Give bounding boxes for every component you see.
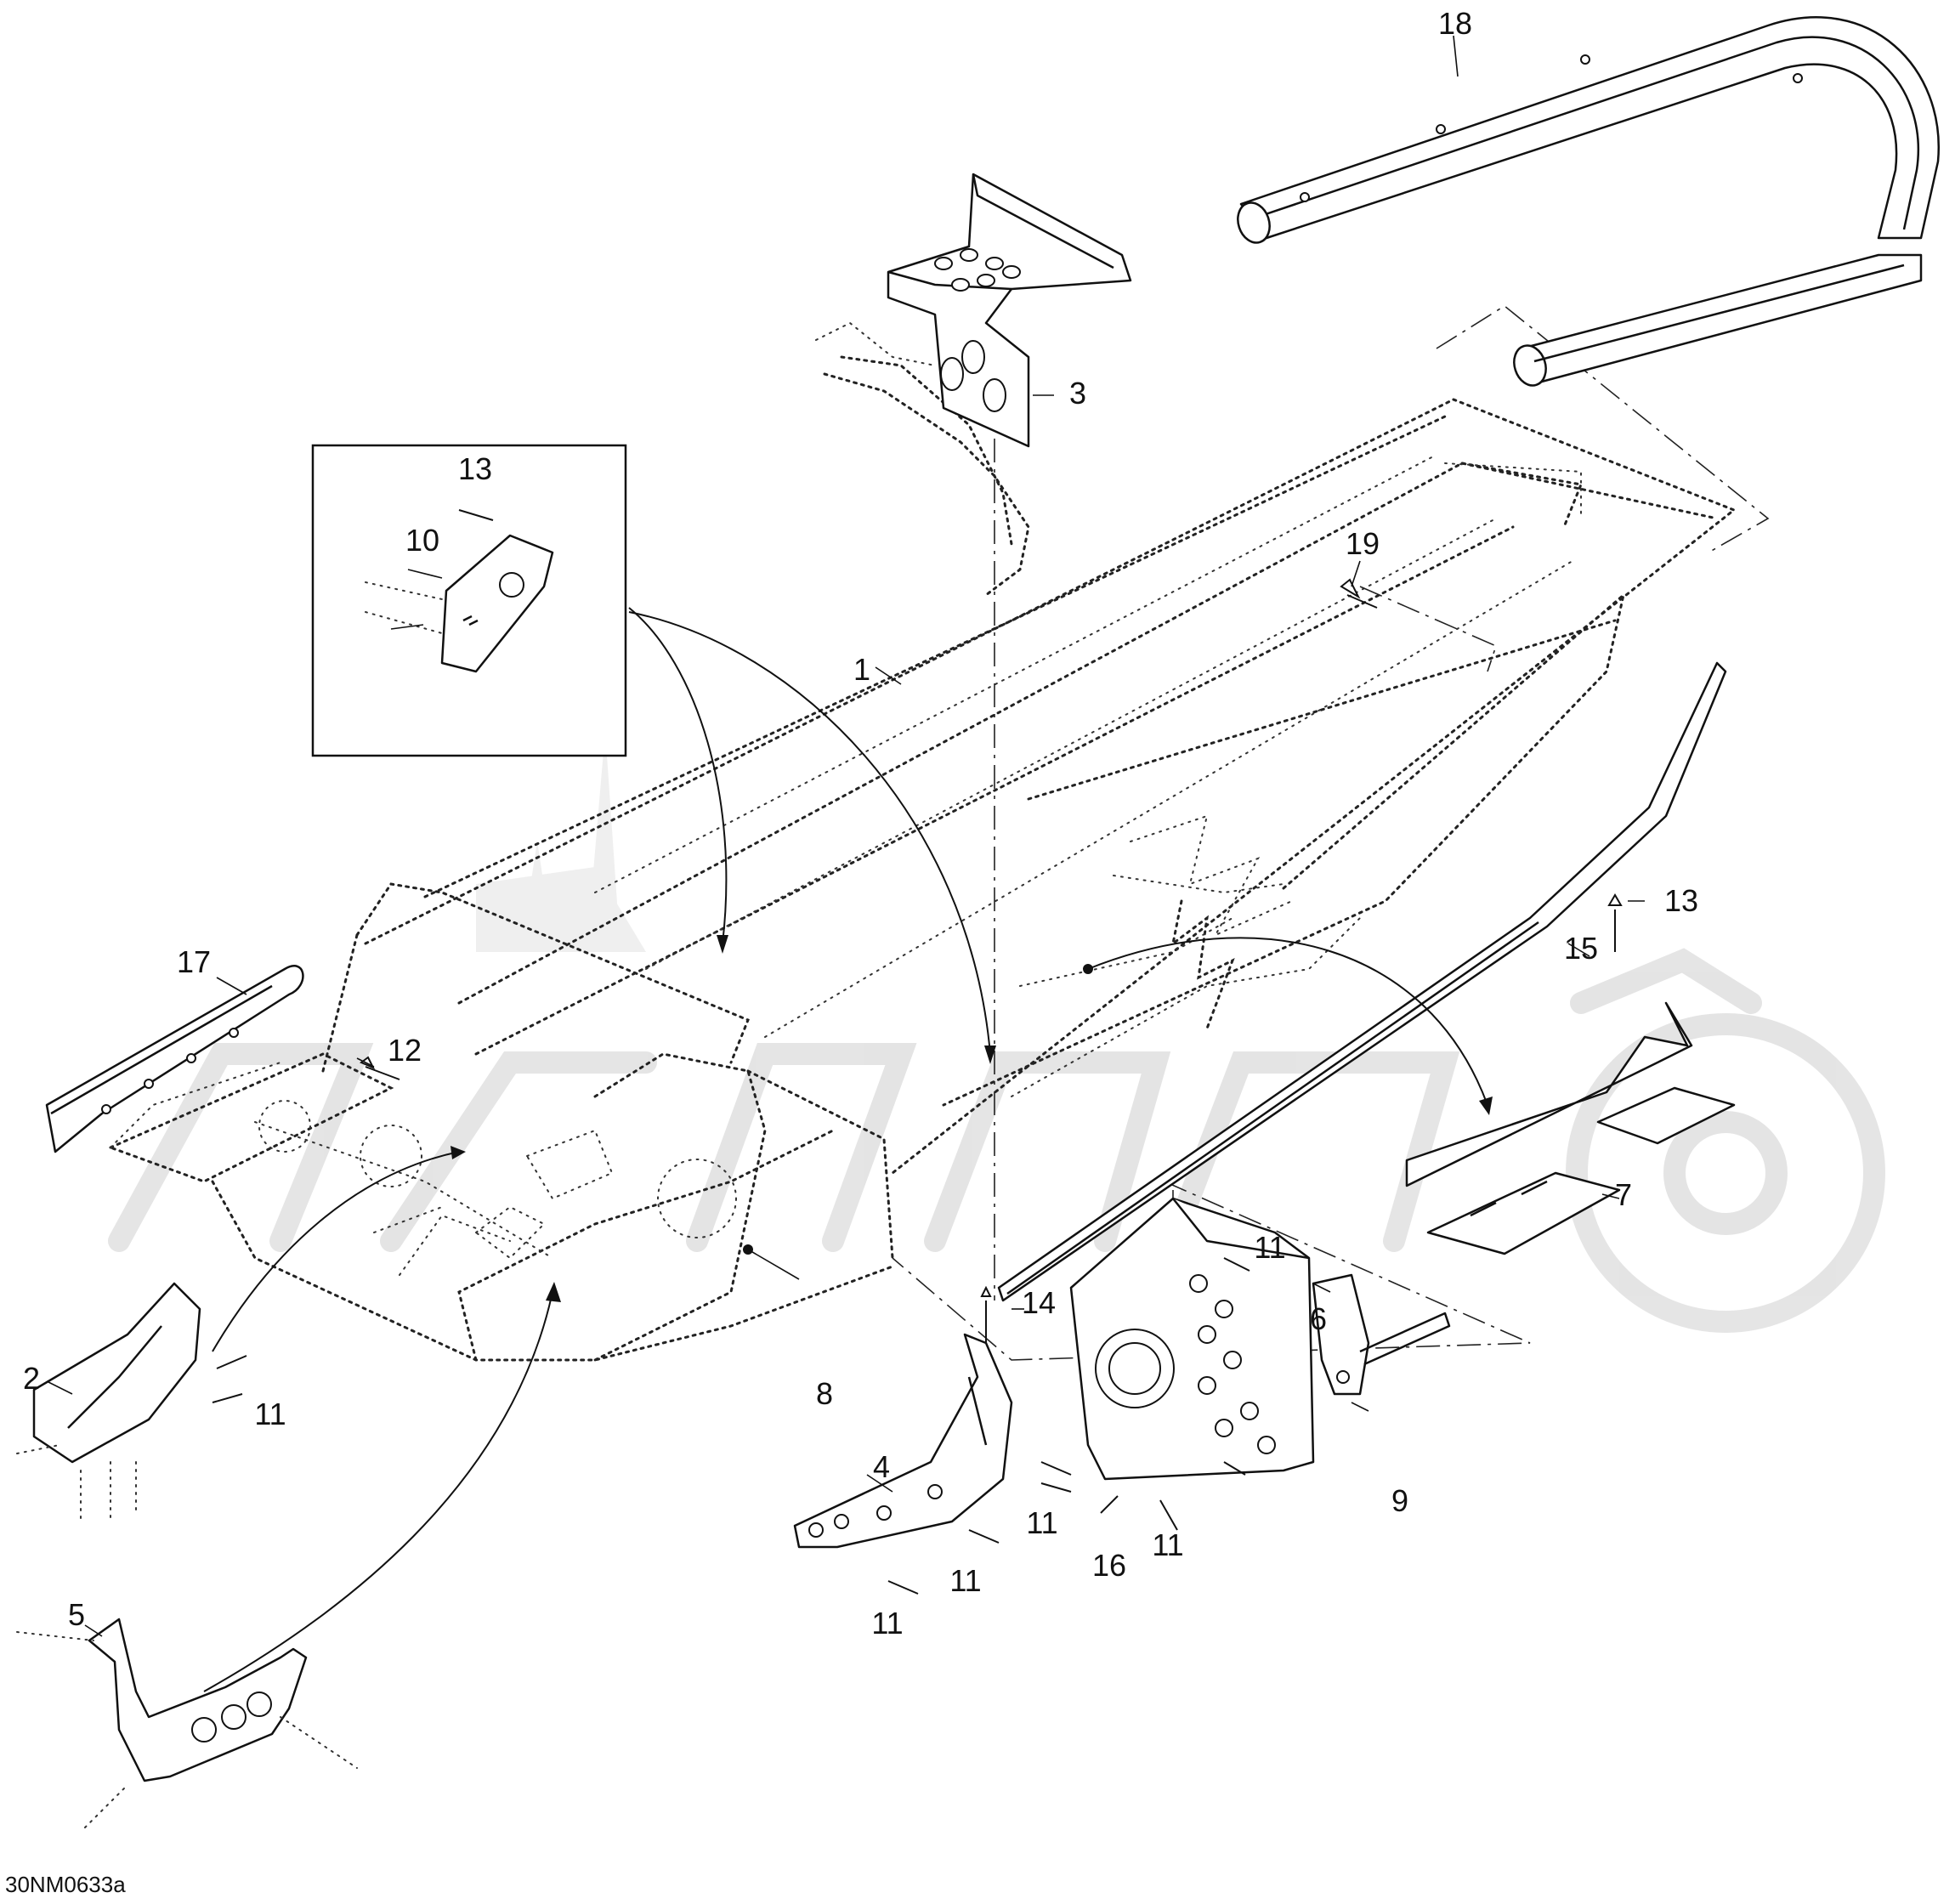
callout-5: 5 — [68, 1597, 85, 1632]
callout-13-inset: 13 — [458, 451, 492, 486]
callout-11-left: 11 — [254, 1397, 286, 1431]
drawing-code: 30NM0633a — [5, 1872, 126, 1897]
part-7-footrest — [1405, 1001, 1736, 1255]
rivet-icon — [1100, 1495, 1119, 1514]
rivet-icon — [360, 1056, 400, 1080]
rivet-icon — [887, 1580, 919, 1595]
tunnel-assembly — [106, 321, 1737, 1362]
rivet-icon — [1040, 1482, 1072, 1493]
part-4-bracket — [793, 1333, 1013, 1549]
rivet-icon — [458, 509, 494, 521]
callout-9: 9 — [1391, 1483, 1408, 1518]
callout-7: 7 — [1615, 1177, 1632, 1212]
watermark — [108, 731, 1885, 1333]
part-3-bracket — [887, 173, 1132, 448]
callout-8: 8 — [816, 1376, 833, 1411]
rivet-icon — [1159, 1499, 1178, 1531]
fasteners — [212, 578, 1623, 1595]
callout-11-mid: 11 — [1026, 1505, 1057, 1540]
callout-2: 2 — [23, 1361, 40, 1396]
part-18-rear-bumper — [1237, 16, 1941, 387]
callout-6: 6 — [1310, 1301, 1327, 1336]
callout-11-top: 11 — [1254, 1230, 1285, 1265]
callout-19: 19 — [1346, 526, 1380, 561]
part-17-side-rail — [45, 965, 304, 1153]
axis-line-18 — [1436, 305, 1770, 553]
rivet-icon — [980, 1285, 992, 1343]
bolt-icon — [1340, 578, 1378, 609]
callout-16: 16 — [1092, 1548, 1126, 1583]
callout-12: 12 — [388, 1033, 422, 1068]
rivet-icon — [212, 1393, 243, 1403]
part-15-strip — [997, 661, 1727, 1302]
part-5-bracket — [16, 1618, 358, 1828]
rivet-icon — [1223, 1461, 1246, 1476]
leader-lines — [46, 35, 1645, 1637]
callout-1: 1 — [853, 652, 870, 687]
callout-17: 17 — [177, 944, 211, 979]
callout-4: 4 — [873, 1449, 890, 1484]
rivet-icon — [1040, 1461, 1072, 1476]
part-6-rear-plate — [1069, 1197, 1315, 1481]
rivet-icon — [1223, 1257, 1250, 1272]
callout-10: 10 — [405, 523, 439, 558]
pointer-arrows — [203, 607, 1493, 1692]
inset-detail-box — [311, 444, 627, 757]
callout-3: 3 — [1069, 376, 1086, 411]
callout-13: 13 — [1664, 883, 1698, 918]
callout-18: 18 — [1438, 6, 1472, 41]
callout-11-bottom: 11 — [871, 1606, 903, 1640]
callout-11-right: 11 — [1152, 1527, 1183, 1562]
rivet-icon — [1607, 893, 1623, 952]
axis-line-19 — [1359, 586, 1497, 672]
part-9-bracket — [1312, 1273, 1451, 1396]
callout-15: 15 — [1564, 931, 1598, 966]
callout-14: 14 — [1022, 1285, 1056, 1320]
part-2-bracket — [16, 1282, 201, 1522]
callout-labels: 18 3 13 10 19 1 13 15 17 12 7 14 11 6 8 … — [5, 6, 1698, 1897]
rivet-icon — [968, 1529, 1000, 1544]
callout-11-low: 11 — [949, 1563, 981, 1598]
rivet-icon — [216, 1355, 247, 1369]
